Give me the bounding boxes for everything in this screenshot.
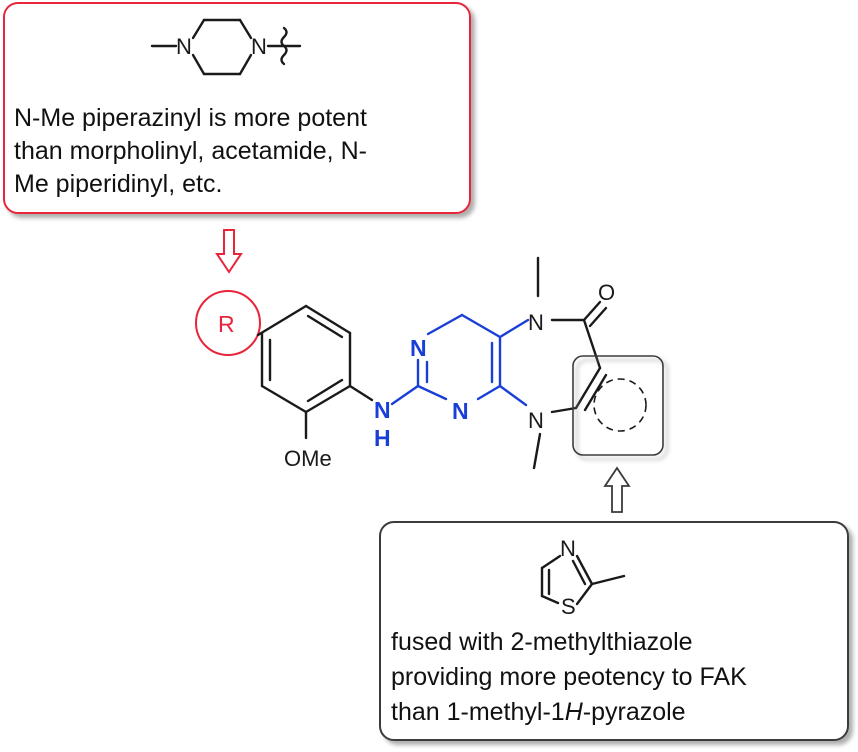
top-note-line-3: Me piperidinyl, etc. [14, 170, 222, 198]
top-note-frame [3, 2, 471, 214]
piperazine-n-right: N [251, 34, 267, 59]
nh-nitrogen: N [374, 397, 391, 423]
piperazine-n-left: N [176, 34, 192, 59]
bottom-note-frame [379, 521, 849, 741]
amine-nitrogen: N [528, 408, 544, 433]
bottom-note-line-1: fused with 2-methylthiazole [391, 628, 693, 656]
r-group-highlight [195, 290, 261, 356]
methylthiazole-structure: N S [540, 536, 626, 619]
pyrimidine-n1: N [410, 335, 427, 361]
nh-hydrogen: H [374, 425, 391, 451]
top-note-line-2: than morpholinyl, acetamide, N- [14, 137, 367, 165]
bottom-note-line-2: providing more peotency to FAK [391, 663, 747, 691]
top-note-box: N N N-Me piperazinyl is more potent than… [3, 2, 471, 214]
molecule-structure: R OMe N H [195, 256, 664, 471]
carbonyl-oxygen: O [598, 280, 615, 305]
top-note-line-1: N-Me piperazinyl is more potent [14, 104, 367, 132]
bottom-note-box: N S fused with 2-methylthiazole providin… [379, 521, 849, 741]
thiazole-nitrogen: N [560, 536, 576, 561]
diazepinone-ring [498, 256, 608, 470]
attachment-wavy-bond [280, 26, 288, 66]
anisole-ring [256, 304, 352, 440]
bottom-note-line-3-prefix: than 1-methyl-1 [391, 698, 565, 726]
methoxy-label: OMe [284, 446, 332, 471]
amide-nitrogen: N [528, 310, 544, 335]
thiazole-sulfur: S [561, 594, 576, 619]
pyrimidine-ring [416, 313, 502, 401]
pyrimidine-n3: N [452, 398, 469, 424]
bottom-note-line-3-suffix: -pyrazole [583, 698, 686, 726]
r-group-label: R [218, 311, 235, 337]
red-down-arrow [215, 229, 243, 274]
dark-up-arrow [603, 466, 631, 513]
fused-ring-highlight-box [572, 355, 664, 456]
bottom-note-line-3-italic: H [565, 698, 584, 726]
fused-ring-dashed-circle [593, 378, 647, 432]
n-methylpiperazine-structure: N N [150, 18, 302, 76]
bottom-note-line-3: than 1-methyl-1H-pyrazole [391, 698, 686, 726]
